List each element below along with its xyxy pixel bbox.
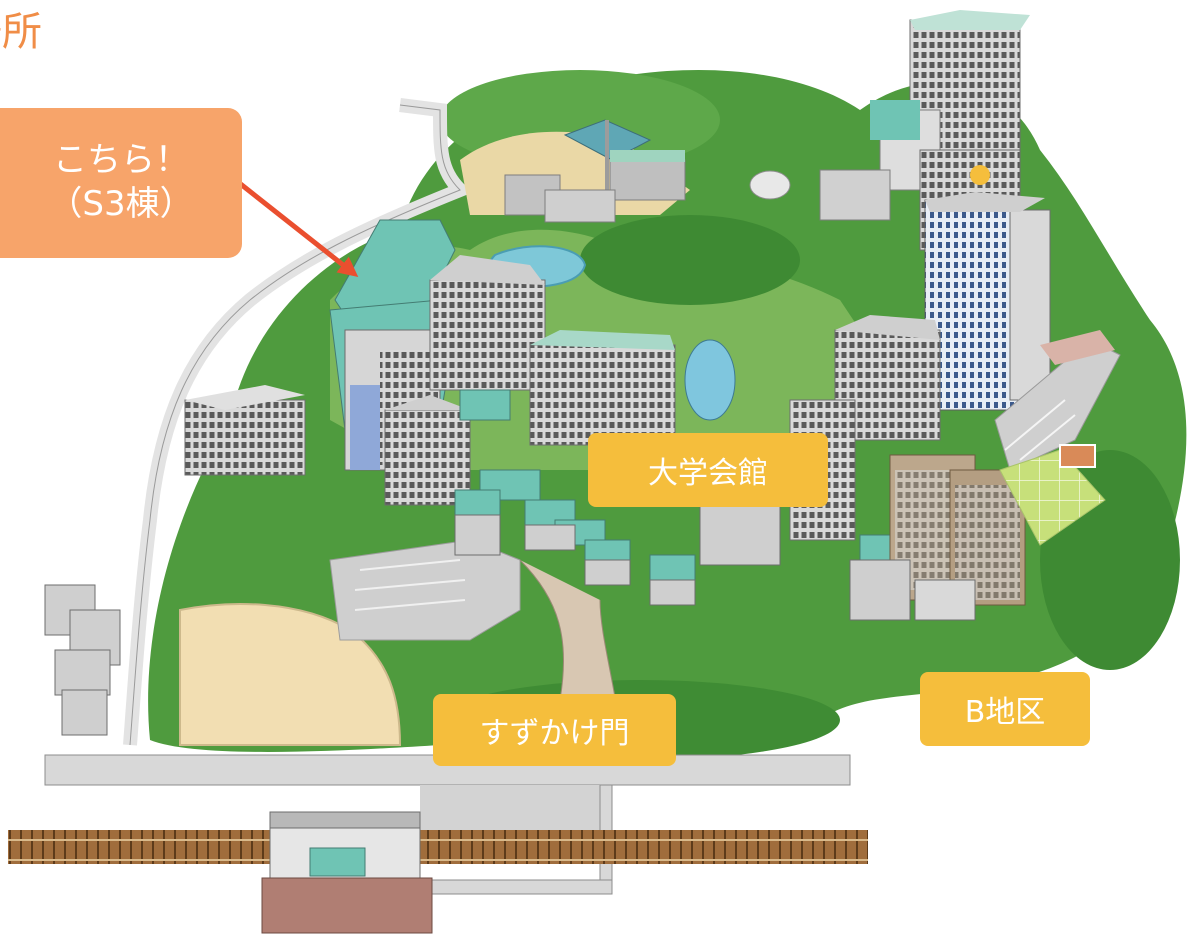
label-suzukake-gate: すずかけ門 xyxy=(433,694,676,766)
callout-s3: こちら！ （S3棟） xyxy=(0,108,242,258)
railway xyxy=(8,830,868,864)
callout-line-2: （S3棟） xyxy=(48,184,194,224)
arrow-icon xyxy=(236,180,359,277)
station xyxy=(261,811,433,934)
round-hall xyxy=(684,339,736,421)
label-university-hall: 大学会館 xyxy=(588,433,828,507)
label-district-b: B地区 xyxy=(920,672,1090,746)
sports-court xyxy=(999,449,1106,546)
callout-line-1: こちら！ xyxy=(53,140,189,181)
high-rise-tower xyxy=(924,199,1021,411)
heading-text: 場所 xyxy=(0,10,42,54)
plant-building xyxy=(609,159,686,201)
page-heading: 場所 xyxy=(0,10,70,54)
